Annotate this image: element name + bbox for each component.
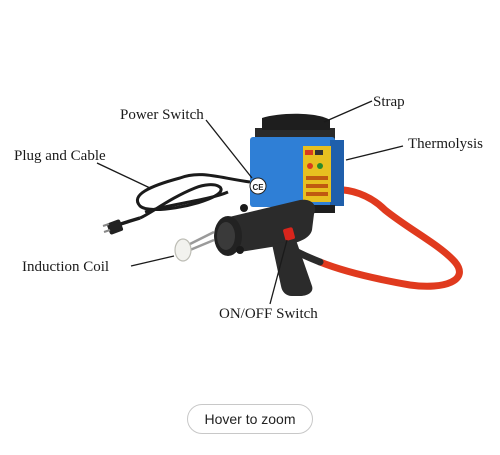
label-strap: Strap bbox=[373, 94, 405, 110]
leader-thermolysis bbox=[345, 145, 404, 161]
label-on-off-switch: ON/OFF Switch bbox=[219, 306, 318, 322]
main-unit: CE bbox=[249, 113, 344, 213]
label-thermolysis: Thermolysis bbox=[408, 136, 483, 152]
induction-coil bbox=[174, 230, 215, 262]
label-power-switch: Power Switch bbox=[120, 107, 204, 123]
leader-induction-coil bbox=[130, 255, 175, 267]
leader-strap bbox=[323, 100, 373, 123]
leader-power-switch bbox=[205, 119, 253, 179]
induction-gun bbox=[214, 199, 316, 296]
ce-mark: CE bbox=[252, 183, 264, 192]
leader-plug-and-cable bbox=[96, 162, 151, 189]
label-induction-coil: Induction Coil bbox=[22, 259, 109, 275]
plug-and-cable bbox=[102, 173, 251, 235]
label-plug-and-cable: Plug and Cable bbox=[14, 148, 106, 164]
hover-to-zoom-button[interactable]: Hover to zoom bbox=[187, 404, 313, 434]
leader-on-off-switch bbox=[269, 239, 288, 305]
